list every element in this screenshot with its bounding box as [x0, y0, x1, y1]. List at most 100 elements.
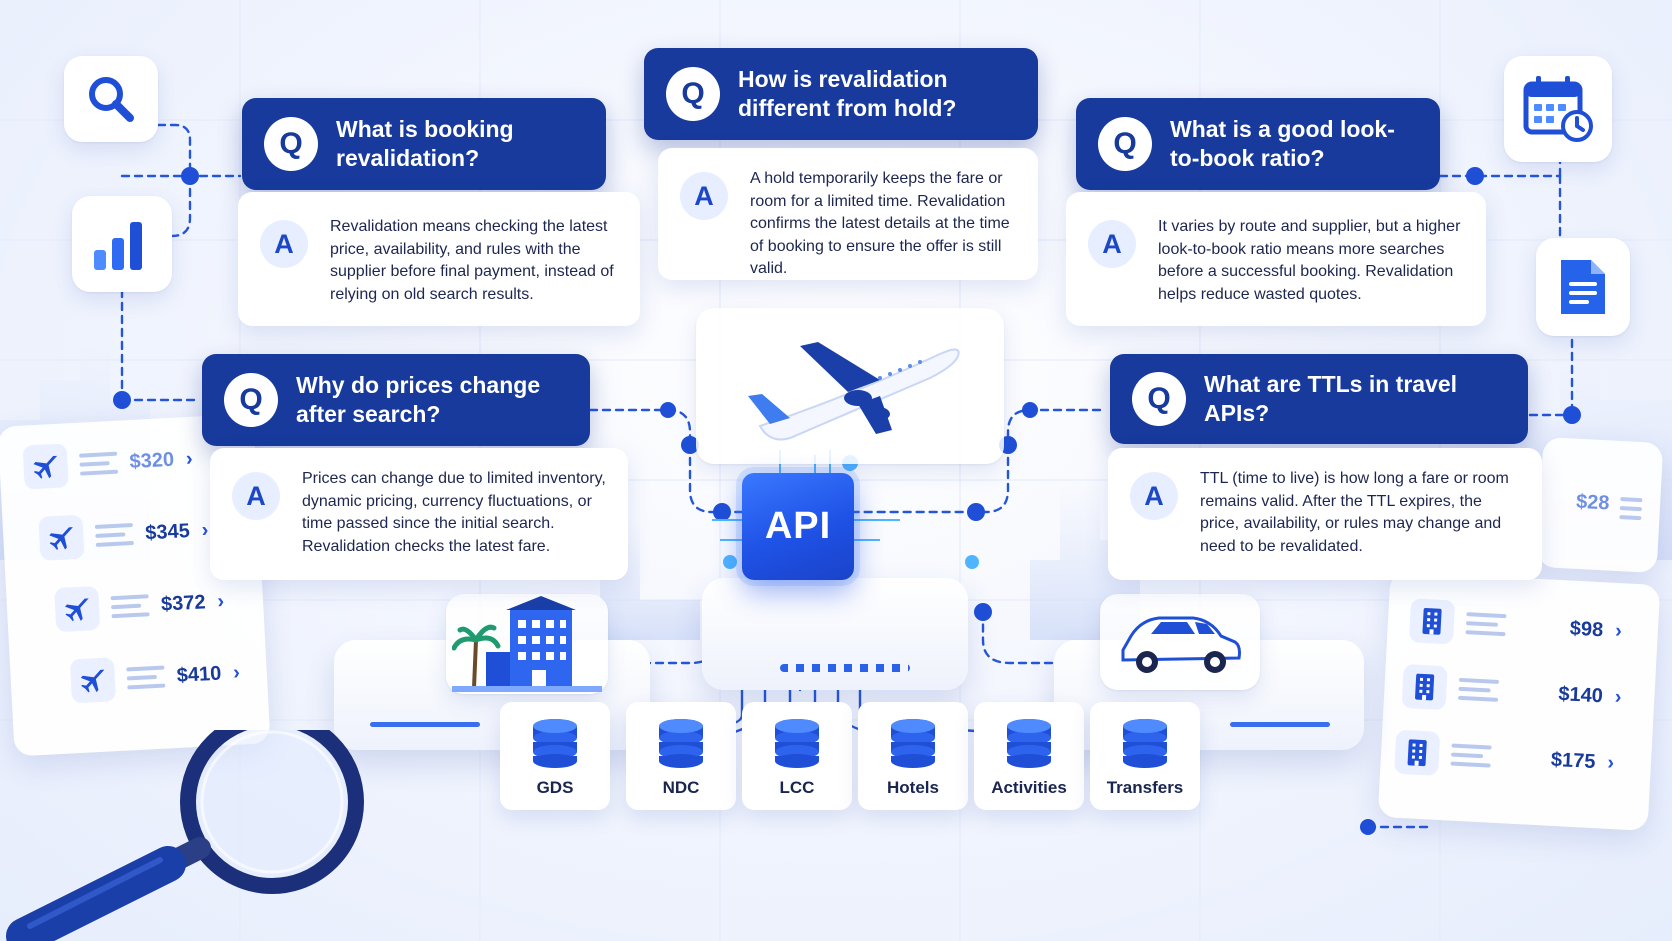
car-illustration-tile	[1100, 594, 1260, 690]
hotel-building-icon	[1401, 663, 1448, 711]
list-item[interactable]: $98 ›	[1408, 598, 1623, 653]
question-card-price-change[interactable]: Q Why do prices change after search?	[202, 354, 590, 446]
flight-results-panel: $320 › $345 › $372 › $410 ›	[0, 413, 271, 757]
chevron-right-icon: ›	[1614, 619, 1623, 642]
source-lcc[interactable]: LCC	[742, 702, 852, 810]
database-icon	[1123, 719, 1167, 768]
question-text: What is booking revalidation?	[336, 116, 514, 171]
answer-card-price-change: A Prices can change due to limited inven…	[210, 448, 628, 580]
hotel-price: $175	[1550, 748, 1597, 773]
source-transfers[interactable]: Transfers	[1090, 702, 1200, 810]
answer-badge: A	[680, 172, 728, 220]
car-illustration	[1121, 616, 1241, 673]
chevron-right-icon: ›	[201, 518, 209, 541]
row-text-lines	[79, 451, 119, 476]
list-item[interactable]: $345 ›	[38, 508, 209, 561]
question-card-look-to-book[interactable]: Q What is a good look-to-book ratio?	[1076, 98, 1440, 190]
question-text: What are TTLs in travel APIs?	[1204, 371, 1458, 426]
database-icon	[891, 719, 935, 768]
question-badge: Q	[666, 67, 720, 121]
list-item[interactable]: $140 ›	[1401, 663, 1623, 719]
chevron-right-icon: ›	[185, 447, 194, 470]
answer-card-revalidation-vs-hold: A A hold temporarily keeps the fare or r…	[658, 148, 1038, 280]
flight-price: $345	[144, 519, 191, 544]
answer-text: Revalidation means checking the latest p…	[330, 218, 614, 303]
database-icon	[533, 719, 577, 768]
chevron-right-icon: ›	[1606, 751, 1615, 774]
answer-card-ttl: A TTL (time to live) is how long a fare …	[1108, 448, 1542, 580]
search-icon-tile	[64, 56, 158, 142]
flight-price: $320	[128, 448, 175, 473]
api-chip: API	[742, 473, 854, 580]
question-badge: Q	[1132, 372, 1186, 426]
answer-text: It varies by route and supplier, but a h…	[1158, 218, 1461, 303]
list-item[interactable]: $372 ›	[54, 579, 225, 633]
answer-card-booking-revalidation: A Revalidation means checking the latest…	[238, 192, 640, 326]
flight-price: $410	[176, 662, 222, 687]
source-label: Activities	[991, 778, 1067, 797]
partial-results-panel: $28	[1536, 436, 1664, 574]
airplane-icon	[22, 443, 69, 490]
airplane-illustration	[748, 342, 960, 441]
chevron-right-icon: ›	[216, 589, 225, 613]
flight-price: $372	[160, 590, 207, 616]
database-icon	[775, 719, 819, 768]
row-text-lines	[1465, 612, 1507, 637]
document-icon	[1561, 260, 1605, 314]
source-label: GDS	[536, 778, 574, 797]
document-icon-tile	[1536, 238, 1630, 336]
airplane-icon	[54, 585, 101, 633]
answer-text: Prices can change due to limited invento…	[302, 470, 606, 555]
database-icon	[659, 719, 703, 768]
answer-badge: A	[232, 472, 280, 520]
row-text-lines	[94, 522, 134, 547]
api-platform	[702, 578, 968, 690]
api-label: API	[764, 505, 832, 547]
database-icon	[1007, 719, 1051, 768]
answer-badge: A	[260, 220, 308, 268]
platform-light-bar	[1230, 722, 1330, 727]
hotel-illustration-tile	[446, 594, 608, 694]
platform-light-bar	[370, 722, 480, 727]
status-light-strip	[780, 664, 910, 672]
list-item[interactable]: $175 ›	[1394, 729, 1615, 785]
bar-chart-icon	[94, 222, 142, 270]
question-badge: Q	[224, 373, 278, 427]
hotel-illustration	[452, 596, 602, 692]
source-gds[interactable]: GDS	[500, 702, 610, 810]
question-card-revalidation-vs-hold[interactable]: Q How is revalidation different from hol…	[644, 48, 1038, 140]
question-badge: Q	[1098, 117, 1152, 171]
question-text: What is a good look-to-book ratio?	[1170, 116, 1395, 171]
magnifying-glass-illustration	[6, 730, 364, 941]
row-text-lines	[1450, 743, 1492, 768]
list-item[interactable]: $320 ›	[22, 437, 194, 490]
chevron-right-icon: ›	[232, 661, 241, 684]
question-card-booking-revalidation[interactable]: Q What is booking revalidation?	[242, 98, 606, 190]
source-label: LCC	[779, 778, 815, 797]
source-label: Transfers	[1106, 778, 1184, 797]
source-ndc[interactable]: NDC	[626, 702, 736, 810]
answer-text: TTL (time to live) is how long a fare or…	[1200, 470, 1509, 555]
answer-text: A hold temporarily keeps the fare or roo…	[750, 170, 1010, 277]
source-label: NDC	[662, 778, 700, 797]
row-text-lines	[1457, 677, 1500, 702]
partial-price: $28	[1575, 490, 1611, 515]
source-label: Hotels	[887, 778, 939, 797]
list-item[interactable]: $410 ›	[69, 651, 241, 704]
question-badge: Q	[264, 117, 318, 171]
airplane-icon	[38, 514, 85, 561]
hotel-building-icon	[1394, 729, 1441, 776]
question-card-ttl[interactable]: Q What are TTLs in travel APIs?	[1110, 354, 1528, 444]
airplane-icon	[69, 657, 117, 704]
answer-card-look-to-book: A It varies by route and supplier, but a…	[1066, 192, 1486, 326]
chevron-right-icon: ›	[1614, 685, 1623, 708]
source-hotels[interactable]: Hotels	[858, 702, 968, 810]
row-text-lines	[110, 594, 150, 619]
hotel-results-panel: $98 › $140 › $175 ›	[1377, 571, 1661, 831]
answer-badge: A	[1130, 472, 1178, 520]
airplane-illustration-tile	[696, 308, 1004, 464]
row-text-lines	[1619, 497, 1643, 521]
source-activities[interactable]: Activities	[974, 702, 1084, 810]
question-text: How is revalidation different from hold?	[738, 66, 957, 121]
